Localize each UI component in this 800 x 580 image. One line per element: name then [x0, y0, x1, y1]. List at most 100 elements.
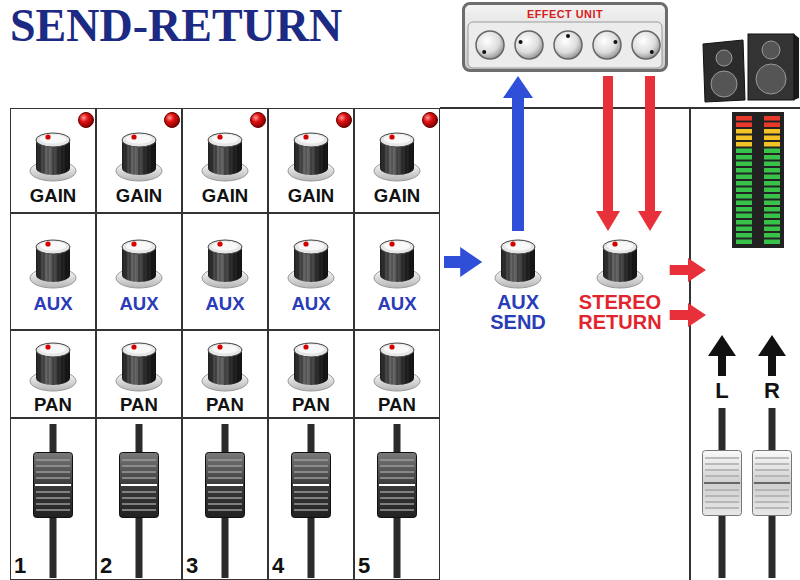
channel-control-cell: GAIN [182, 108, 268, 213]
knob-pointer [566, 34, 570, 38]
fader-strip: 4 [268, 418, 354, 580]
channel-letter: R [760, 380, 784, 402]
meter-segment [764, 201, 780, 206]
knob-pointer [650, 50, 654, 54]
rotary-knob [202, 343, 248, 391]
channel-control-cell: GAIN [96, 108, 182, 213]
channel-letter: L [710, 380, 734, 402]
master-knob: STEREO RETURN [574, 235, 665, 334]
control-label: GAIN [269, 185, 353, 207]
signal-arrow [670, 258, 706, 282]
channel-control-cell: GAIN [268, 108, 354, 213]
meter-segment [764, 220, 780, 225]
channel-control-cell: AUX [182, 213, 268, 330]
fader-cap [378, 453, 417, 518]
meter-segment [764, 129, 780, 134]
rotary-knob [202, 240, 248, 288]
master-section: LR [710, 112, 795, 412]
meter-segment [764, 188, 780, 193]
channel-control-cell: PAN [354, 330, 440, 418]
title-box: SEND-RETURN [10, 0, 342, 52]
speaker-woofer [756, 64, 786, 94]
meter-segment [736, 240, 752, 245]
effect-knob [554, 31, 582, 59]
control-label: AUX [355, 293, 439, 315]
rotary-knob [288, 240, 334, 288]
effect-unit: EFFECT UNIT [462, 2, 668, 72]
meter-segment [764, 149, 780, 154]
knob-label: STEREO RETURN [578, 292, 661, 332]
meter-segment [736, 181, 752, 186]
rotary-knob [30, 240, 76, 288]
channel-control-cell: AUX [96, 213, 182, 330]
channel-control-cell: PAN [182, 330, 268, 418]
rotary-knob [116, 240, 162, 288]
panel-divider [440, 108, 800, 580]
control-label: GAIN [11, 185, 95, 207]
signal-arrow [596, 76, 620, 231]
meter-segment [764, 123, 780, 128]
channel-control-cell: PAN [10, 330, 96, 418]
meter-segment [736, 220, 752, 225]
knob-pointer [519, 40, 523, 44]
speaker-pair [703, 34, 799, 102]
control-label: PAN [183, 394, 267, 416]
rotary-knob [374, 343, 420, 391]
rotary-knob [374, 240, 420, 288]
meter-segment [764, 162, 780, 167]
meter-segment [736, 142, 752, 147]
channel-control-cell: AUX [10, 213, 96, 330]
signal-arrow [758, 335, 786, 376]
peak-led [165, 113, 180, 128]
rotary-knob [288, 133, 334, 181]
signal-arrow [708, 335, 736, 376]
meter-segment [736, 162, 752, 167]
meter-segment [764, 142, 780, 147]
meter-segment [764, 155, 780, 160]
meter-segment [764, 227, 780, 232]
rotary-knob [374, 133, 420, 181]
fader-cap [34, 453, 73, 518]
control-label: PAN [269, 394, 353, 416]
fader-strip: 3 [182, 418, 268, 580]
rotary-knob [30, 133, 76, 181]
meter-segment [736, 233, 752, 238]
knob-label: AUX SEND [490, 292, 546, 332]
peak-led [423, 113, 438, 128]
meter-segment [764, 116, 780, 121]
meter-segment [764, 168, 780, 173]
control-label: PAN [11, 394, 95, 416]
control-label: AUX [183, 293, 267, 315]
channel-control-cell: GAIN [10, 108, 96, 213]
meter-segment [736, 116, 752, 121]
signal-arrow [670, 303, 706, 327]
speaker-side [794, 34, 799, 100]
signal-arrow [638, 76, 662, 231]
peak-led [337, 113, 352, 128]
channel-number: 2 [100, 554, 112, 578]
control-label: GAIN [183, 185, 267, 207]
control-label: AUX [11, 293, 95, 315]
meter-segment [736, 168, 752, 173]
meter-segment [736, 207, 752, 212]
channel-number: 1 [14, 554, 26, 578]
meter-segment [736, 175, 752, 180]
effect-knob [632, 31, 660, 59]
meter-segment [736, 194, 752, 199]
rotary-knob [495, 240, 541, 288]
fader-strip: 2 [96, 418, 182, 580]
master-fader-cap [753, 451, 792, 516]
channel-control-cell: AUX [268, 213, 354, 330]
speaker-cabinet [703, 40, 745, 102]
meter-segment [764, 207, 780, 212]
title: SEND-RETURN [10, 0, 342, 52]
rotary-knob [202, 133, 248, 181]
fader-strip: 1 [10, 418, 96, 580]
channel-number: 4 [272, 554, 284, 578]
effect-knob [476, 31, 504, 59]
effect-unit-panel [464, 4, 667, 71]
channel-number: 5 [358, 554, 370, 578]
fader-cap [120, 453, 159, 518]
